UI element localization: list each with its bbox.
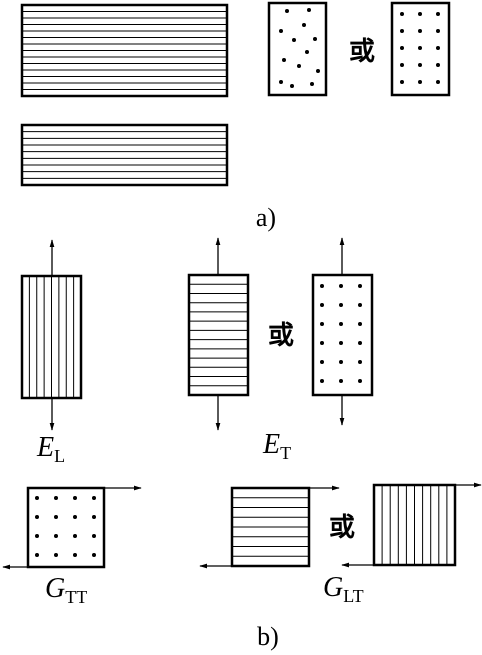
or-label-glt: 或 [329, 513, 355, 543]
fiber-end-dot [320, 341, 324, 345]
fiber-end-dot [418, 46, 422, 50]
el-label: EL [36, 432, 65, 466]
fiber-end-dot [92, 534, 96, 538]
a-random-dot-specimen [267, 1, 328, 97]
fiber-end-dot [418, 63, 422, 67]
fiber-end-dot [73, 553, 77, 557]
fiber-end-dot [35, 553, 39, 557]
fiber-end-dot [35, 534, 39, 538]
fiber-end-dot [358, 360, 362, 364]
fiber-end-dot [358, 284, 362, 288]
fiber-end-dot [320, 322, 324, 326]
or-label-a: 或 [349, 37, 375, 67]
glt-vertical-specimen [341, 482, 482, 568]
a-long-horizontal-laminate [20, 3, 229, 98]
et-label: ET [262, 429, 291, 463]
fiber-end-dot [35, 515, 39, 519]
glt-label: GLT [323, 572, 364, 606]
fiber-end-dot [400, 46, 404, 50]
fiber-end-dot [358, 379, 362, 383]
fiber-end-dot [339, 360, 343, 364]
part-a-caption: a) [256, 203, 276, 232]
part-b: EL 或 ET GTT [2, 237, 482, 651]
el-specimen [20, 239, 83, 431]
fiber-end-dot [92, 515, 96, 519]
fiber-end-dot [418, 80, 422, 84]
fiber-end-dot [400, 29, 404, 33]
gtt-label: GTT [45, 573, 87, 607]
fiber-end-dot [436, 46, 440, 50]
fiber-end-dot [339, 303, 343, 307]
fiber-end-dot [400, 63, 404, 67]
fiber-end-dot [418, 29, 422, 33]
a-grid-dot-specimen [390, 1, 451, 97]
fiber-end-dot [418, 12, 422, 16]
fiber-end-dot [320, 360, 324, 364]
fiber-end-dot [54, 553, 58, 557]
fiber-end-dot [73, 496, 77, 500]
fiber-end-dot [35, 496, 39, 500]
part-a: 或 a) [20, 1, 451, 232]
fiber-end-dot [436, 63, 440, 67]
or-label-et: 或 [268, 321, 294, 351]
gtt-specimen [2, 485, 142, 570]
fiber-end-dot [73, 515, 77, 519]
fiber-end-dot [54, 515, 58, 519]
fiber-end-dot [400, 80, 404, 84]
fiber-end-dot [436, 29, 440, 33]
fiber-end-dot [73, 534, 77, 538]
part-b-caption: b) [257, 622, 279, 651]
fiber-end-dot [339, 379, 343, 383]
fiber-end-dot [92, 496, 96, 500]
fiber-end-dot [54, 496, 58, 500]
fiber-end-dot [92, 553, 96, 557]
fiber-end-dot [358, 341, 362, 345]
et-horizontal-specimen [187, 237, 250, 431]
fiber-end-dot [320, 303, 324, 307]
fiber-end-dot [320, 379, 324, 383]
fiber-end-dot [358, 303, 362, 307]
fiber-end-dot [339, 341, 343, 345]
fiber-end-dot [339, 322, 343, 326]
fiber-end-dot [339, 284, 343, 288]
fiber-end-dot [358, 322, 362, 326]
et-dot-specimen [311, 237, 374, 426]
fiber-end-dot [436, 80, 440, 84]
fiber-end-dot [320, 284, 324, 288]
fiber-end-dot [436, 12, 440, 16]
fiber-end-dot [54, 534, 58, 538]
fiber-end-dot [400, 12, 404, 16]
glt-horizontal-specimen [199, 485, 340, 569]
a-short-horizontal-laminate [20, 123, 229, 187]
